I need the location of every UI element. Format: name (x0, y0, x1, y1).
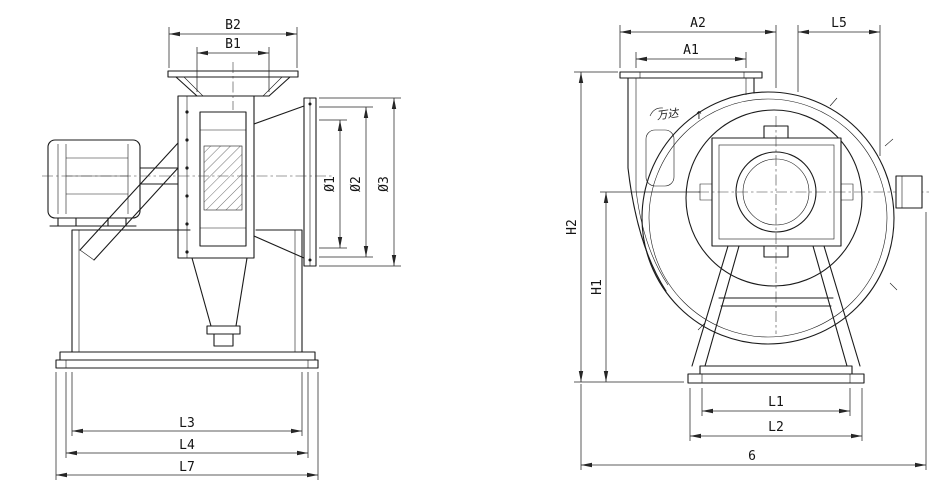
dim-b2: B2 (168, 18, 298, 68)
dim-label-b2: B2 (225, 18, 241, 33)
outlet-cone (253, 97, 317, 267)
dim-label-l7: L7 (179, 460, 195, 475)
bottom-cone (191, 257, 248, 347)
dim-label-6: 6 (748, 449, 756, 464)
scroll-volute (619, 71, 898, 345)
support-bracket (79, 142, 179, 261)
side-centerlines (42, 62, 332, 177)
dim-label-l1: L1 (768, 395, 784, 410)
dim-l2: L2 (689, 388, 863, 441)
dim-l4: L4 (65, 372, 309, 458)
logo-swoosh (649, 107, 664, 117)
dim-label-d3: Ø3 (377, 176, 392, 192)
side-view: B2 B1 Ø1 Ø2 Ø3 L3 (42, 18, 401, 480)
dim-h1: H1 (590, 191, 700, 382)
dim-label-d1: Ø1 (323, 176, 338, 192)
brand-logo: 万达 ↑ (649, 106, 704, 123)
front-view: 万达 ↑ (565, 16, 930, 470)
dim-a1: A1 (635, 43, 747, 68)
inlet-ring (685, 109, 863, 287)
logo-text: 万达 (656, 106, 682, 122)
pedestal (71, 229, 303, 353)
dim-label-l3: L3 (179, 416, 195, 431)
dim-label-h1: H1 (590, 279, 605, 295)
dim-h2: H2 (565, 71, 684, 383)
dim-l3: L3 (71, 372, 303, 436)
dim-l5: L5 (797, 16, 881, 156)
motor (47, 139, 179, 227)
dim-label-h2: H2 (565, 219, 580, 235)
dim-diameter-3: Ø3 (319, 97, 401, 267)
dim-6: 6 (580, 212, 927, 470)
dim-label-l5: L5 (831, 16, 847, 31)
shaft-end (895, 175, 923, 209)
dim-label-l4: L4 (179, 438, 195, 453)
fan-casing (177, 95, 255, 259)
dim-l1: L1 (701, 388, 851, 416)
dim-label-b1: B1 (225, 37, 241, 52)
base-frame (55, 351, 319, 369)
dim-label-a2: A2 (690, 16, 706, 31)
dim-label-a1: A1 (683, 43, 699, 58)
dim-diameter-1: Ø1 (319, 119, 347, 249)
nameplate (645, 129, 675, 187)
dim-l7: L7 (55, 372, 319, 480)
dim-b1: B1 (196, 37, 270, 92)
logo-direction-arrow: ↑ (694, 109, 703, 122)
bearing-plate (699, 125, 854, 258)
base-plate (687, 365, 865, 384)
dim-a2: A2 (619, 16, 777, 88)
impeller (199, 111, 247, 247)
dim-label-d2: Ø2 (349, 176, 364, 192)
dim-label-l2: L2 (768, 420, 784, 435)
dim-diameter-2: Ø2 (319, 106, 373, 258)
support-legs (691, 245, 861, 367)
